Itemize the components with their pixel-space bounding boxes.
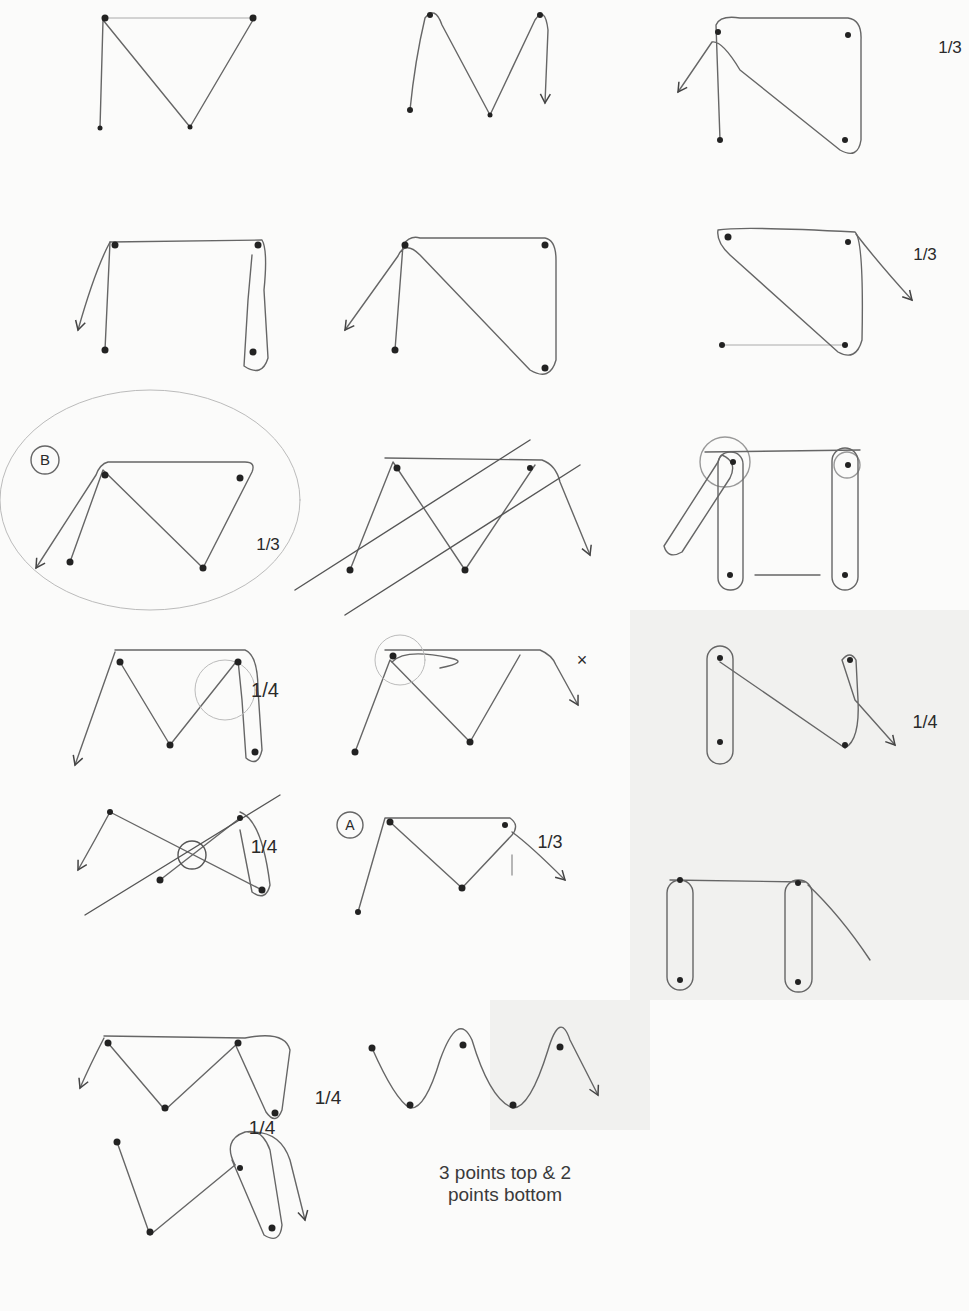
highlight-circle xyxy=(834,452,860,478)
sketch-path xyxy=(80,1038,104,1088)
sketch-path xyxy=(78,242,110,330)
fraction-note: 1/3 xyxy=(913,245,937,265)
loop-path xyxy=(785,880,812,992)
point-dot xyxy=(67,12,854,1236)
sketch-path xyxy=(117,1142,235,1235)
fraction-note: 1/3 xyxy=(256,535,280,555)
sketch-path xyxy=(36,462,253,568)
sketch-path xyxy=(755,574,820,575)
sketch-path xyxy=(355,655,520,752)
reject-mark: × xyxy=(577,650,588,671)
highlight-circle xyxy=(195,660,255,720)
sketch-path xyxy=(718,228,863,355)
sketch-path xyxy=(120,662,236,745)
sketch-path xyxy=(78,812,110,870)
grouping-circle xyxy=(0,390,300,610)
loop-path xyxy=(104,1036,290,1119)
loop-path xyxy=(842,655,895,748)
fraction-note: 1/3 xyxy=(938,38,962,58)
sketch-path xyxy=(100,20,253,128)
sketch-path xyxy=(385,458,590,555)
option-circle xyxy=(31,446,59,474)
sketch-path xyxy=(110,812,262,890)
sketch-path xyxy=(358,818,516,912)
strike-line xyxy=(85,795,280,915)
sketch-path xyxy=(512,832,565,880)
sketch-path xyxy=(511,855,512,875)
fraction-note: 1/3 xyxy=(537,832,562,853)
loop-path xyxy=(707,646,733,764)
option-circle xyxy=(337,812,363,838)
sketch-path xyxy=(670,880,805,882)
paper-patch xyxy=(630,610,969,1000)
fraction-note: 1/4 xyxy=(315,1087,341,1109)
sketch-path xyxy=(115,650,262,762)
option-letter: B xyxy=(40,451,50,468)
sketch-path xyxy=(108,1043,238,1110)
highlight-circle xyxy=(375,635,425,685)
sketch-path xyxy=(385,650,578,705)
sketch-path xyxy=(410,13,548,115)
loop-path xyxy=(832,448,858,590)
highlight-circle xyxy=(178,841,206,869)
sketch-path xyxy=(105,18,253,19)
fraction-note: 1/4 xyxy=(912,712,937,733)
sketch-path xyxy=(350,462,535,570)
sketch-path xyxy=(75,652,115,765)
sketch-path xyxy=(345,237,556,374)
sketch-path xyxy=(856,234,912,300)
strike-line xyxy=(295,440,580,615)
option-letter: A xyxy=(345,817,354,833)
fraction-note: 1/4 xyxy=(249,1117,275,1139)
loop-path xyxy=(230,1131,305,1238)
loop-path xyxy=(718,452,743,590)
loop-path xyxy=(667,880,693,990)
paper-patch xyxy=(490,1000,650,1130)
loop-path xyxy=(664,455,733,555)
sketch-path xyxy=(105,240,268,371)
sketch-path xyxy=(808,885,870,960)
caption-note: 3 points top & 2 points bottom xyxy=(429,1162,581,1206)
fraction-note: 1/4 xyxy=(251,679,279,702)
sketch-path xyxy=(678,17,861,153)
sketch-path xyxy=(722,345,845,346)
sketch-path xyxy=(372,1027,598,1108)
fraction-note: 1/4 xyxy=(251,836,277,858)
sketch-path xyxy=(720,662,845,748)
